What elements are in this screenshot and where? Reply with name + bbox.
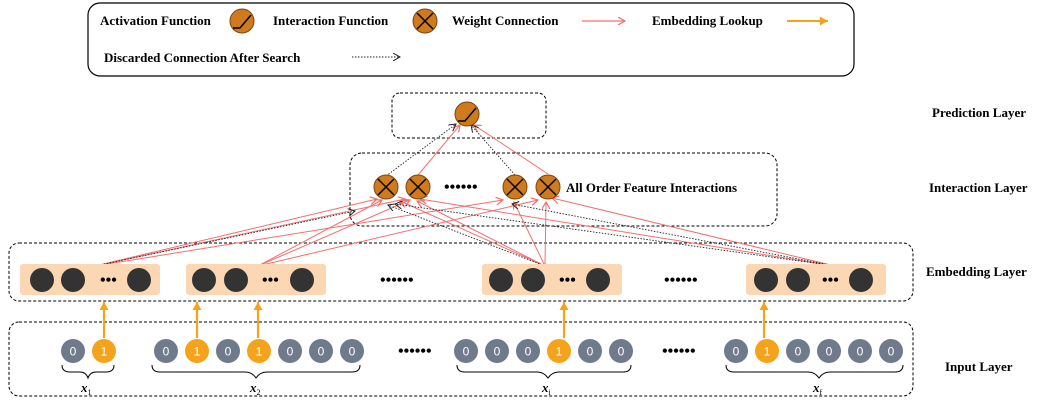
input-bit: 0: [154, 339, 178, 363]
embedding-group-i: •••: [482, 264, 622, 295]
input-bit: 1: [247, 339, 271, 363]
interaction-nodes: •••••• All Order Feature Interactions: [373, 174, 737, 200]
interaction-layer-label: Interaction Layer: [929, 180, 1028, 195]
field-braces: [61, 364, 904, 380]
svg-text:0: 0: [349, 345, 356, 359]
embedding-ellipsis: ••••••: [664, 272, 698, 289]
legend-embedding-label: Embedding Lookup: [652, 13, 763, 28]
svg-text:1: 1: [101, 345, 108, 359]
discarded-connections: [94, 124, 836, 267]
embedding-ellipsis: ••••••: [380, 272, 414, 289]
embedding-groups: ••• ••• •••••• ••• •••••• •••: [20, 264, 886, 295]
legend-box: [87, 2, 855, 77]
svg-text:1: 1: [556, 345, 563, 359]
svg-text:0: 0: [287, 345, 294, 359]
input-bit: 0: [609, 339, 633, 363]
interaction-node-icon: [502, 174, 528, 200]
interaction-node-icon: [373, 174, 399, 200]
interaction-note: All Order Feature Interactions: [566, 180, 737, 195]
input-bit: 0: [309, 339, 333, 363]
input-ellipsis: ••••••: [662, 343, 696, 360]
svg-text:0: 0: [795, 345, 802, 359]
weight-connections: [94, 125, 836, 267]
svg-text:0: 0: [70, 345, 77, 359]
input-bit: 0: [485, 339, 509, 363]
input-bit: 0: [817, 339, 841, 363]
field-labels: x1 x2 xi xf: [80, 380, 823, 397]
legend-activation-label: Activation Function: [100, 13, 212, 28]
prediction-layer-label: Prediction Layer: [932, 105, 1026, 120]
input-bit: 0: [278, 339, 302, 363]
input-layer-box: [8, 321, 914, 397]
svg-text:1: 1: [256, 345, 263, 359]
prediction-layer-box: [391, 92, 547, 139]
input-bit: 0: [454, 339, 478, 363]
input-bit: 0: [848, 339, 872, 363]
interaction-node-icon: [405, 174, 431, 200]
svg-text:•••: •••: [559, 272, 576, 289]
input-bit: 0: [578, 339, 602, 363]
svg-text:0: 0: [225, 345, 232, 359]
prediction-node-activation-icon: [454, 101, 480, 127]
input-bit: 0: [786, 339, 810, 363]
field-label-x1: x1: [80, 380, 92, 397]
input-bit: 1: [547, 339, 571, 363]
interaction-layer-box: [349, 152, 778, 227]
embedding-lookup-arrows: [99, 302, 769, 338]
input-ellipsis: ••••••: [398, 343, 432, 360]
input-bit: 1: [755, 339, 779, 363]
svg-text:•••: •••: [822, 272, 839, 289]
legend: Activation Function Interaction Function…: [87, 2, 855, 77]
input-bit: 0: [516, 339, 540, 363]
legend-interaction-label: Interaction Function: [273, 13, 389, 28]
input-bit: 1: [92, 339, 116, 363]
interaction-node-icon: [535, 174, 561, 200]
svg-text:0: 0: [525, 345, 532, 359]
embedding-layer-box: [8, 242, 914, 302]
legend-discarded-label: Discarded Connection After Search: [104, 50, 301, 65]
svg-text:1: 1: [764, 345, 771, 359]
input-bit: 0: [216, 339, 240, 363]
legend-weight-label: Weight Connection: [452, 13, 559, 28]
interaction-ellipsis: ••••••: [444, 179, 478, 196]
svg-text:•••: •••: [100, 272, 117, 289]
embedding-group-f: •••: [746, 264, 886, 295]
embedding-layer-label: Embedding Layer: [926, 264, 1027, 279]
svg-text:0: 0: [733, 345, 740, 359]
field-label-x2: x2: [249, 380, 261, 397]
svg-text:1: 1: [194, 345, 201, 359]
field-label-xf: xf: [812, 380, 823, 397]
svg-text:0: 0: [163, 345, 170, 359]
input-bit: 0: [724, 339, 748, 363]
input-bit: 0: [340, 339, 364, 363]
svg-text:0: 0: [857, 345, 864, 359]
embedding-group-1: •••: [20, 264, 160, 295]
svg-text:0: 0: [463, 345, 470, 359]
svg-text:0: 0: [318, 345, 325, 359]
input-bits: 0 1 0 1 0 1 0 0 0 0 0 0 1 0 0 0 1 0 0 0 0: [61, 339, 903, 363]
svg-text:0: 0: [888, 345, 895, 359]
embedding-group-2: •••: [186, 264, 326, 295]
input-bit: 0: [879, 339, 903, 363]
svg-text:0: 0: [494, 345, 501, 359]
input-bit: 0: [61, 339, 85, 363]
svg-text:0: 0: [826, 345, 833, 359]
activation-icon: [229, 8, 255, 34]
svg-text:0: 0: [587, 345, 594, 359]
svg-text:•••: •••: [262, 272, 279, 289]
interaction-icon: [412, 8, 438, 34]
input-bit: 1: [185, 339, 209, 363]
input-layer-label: Input Layer: [945, 359, 1013, 374]
field-label-xi: xi: [541, 380, 552, 397]
svg-text:0: 0: [618, 345, 625, 359]
